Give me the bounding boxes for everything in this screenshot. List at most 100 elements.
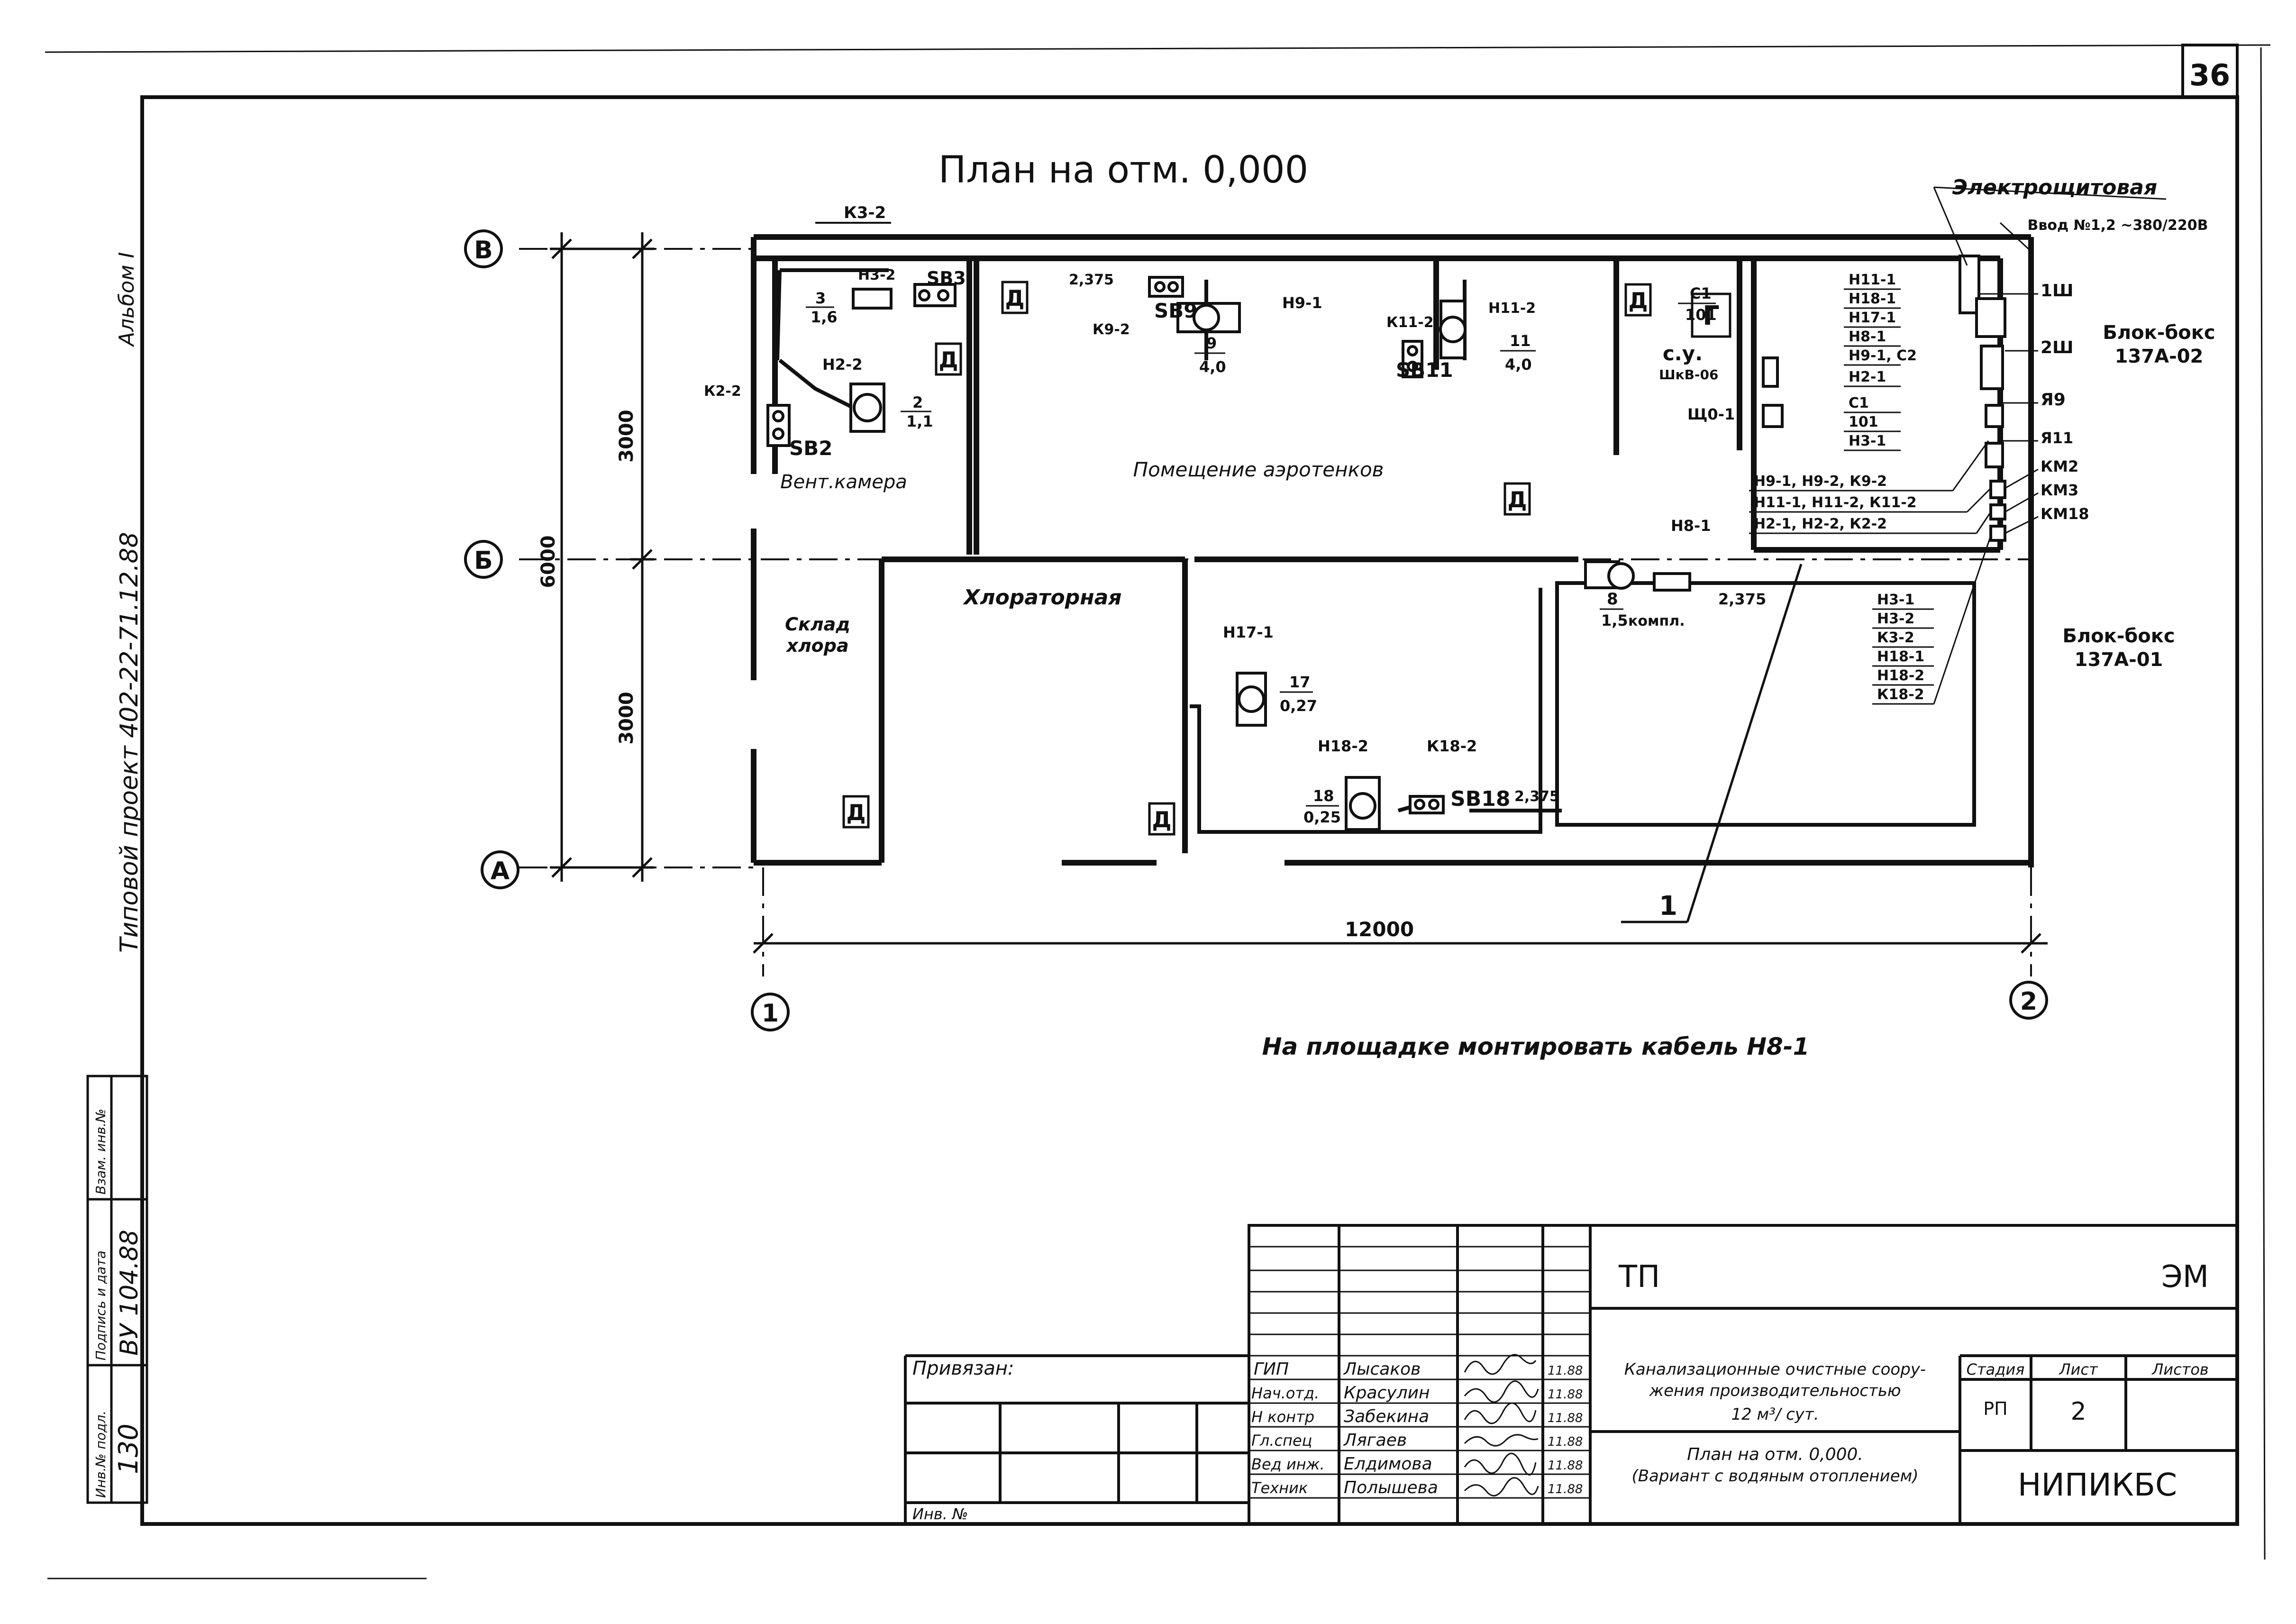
side-album: Альбом I [115,252,139,347]
role-3: Гл.спец [1251,1432,1312,1450]
feeder-2: Н2-1, Н2-2, К2-2 [1754,516,1887,532]
stamp-stage-header: Стадия [1967,1360,2025,1378]
axis-label-a: А [491,857,510,885]
marker-d-4: Д [1508,487,1527,512]
date-5: 11.88 [1548,1482,1583,1496]
room-electro: Электрощитовая [1952,175,2157,200]
label-h11-2: Н11-2 [1488,300,1536,317]
room-aero: Помещение аэротенков [1133,458,1384,481]
vvod-label: Ввод №1,2 ~380/220В [2027,217,2208,234]
side-inv: Инв.№ подл. [93,1411,109,1498]
name-2: Забекина [1344,1407,1429,1426]
stamp-signatures [1464,1354,1539,1496]
role-4: Вед инж. [1251,1455,1325,1473]
stamp-object-3: 12 м³/ сут. [1731,1405,1819,1424]
stamp-object-2: жения производительностью [1649,1381,1901,1400]
cable-top-7: 101 [1849,414,1878,430]
name-5: Полышева [1344,1478,1438,1497]
room-vent: Вент.камера [780,471,907,493]
cable-bottom-1: Н3-2 [1877,611,1914,627]
label-k2-2: К2-2 [704,383,741,400]
stamp-sheet-title-2: (Вариант с водяным отоплением) [1631,1467,1918,1486]
label-c1-bot: 101 [1685,306,1717,324]
drawing-title: План на отм. 0,000 [938,149,1309,192]
axis-label-2: 2 [2020,987,2037,1016]
side-vzam: Взам. инв.№ [93,1109,109,1195]
label-e17-num: 17 [1289,673,1311,691]
label-e9-val: 4,0 [1199,358,1226,376]
feeder-1: Н11-1, Н11-2, К11-2 [1754,494,1917,511]
cable-list-bottom-lines [1872,535,1992,705]
marker-d-5: Д [847,800,866,825]
date-0: 11.88 [1548,1364,1583,1378]
name-1: Красулин [1344,1383,1430,1403]
equipment-labels: К3-2 Н3-2 SB3 3 1,6 К2-2 Н2-2 SB2 2 1,1 … [704,203,1803,923]
bottom-note: На площадке монтировать кабель Н8-1 [1262,1033,1810,1060]
role-0: ГИП [1254,1359,1289,1379]
role-2: Н контр [1251,1408,1314,1426]
date-1: 11.88 [1548,1387,1583,1402]
blok-01-line1: Блок-бокс [2062,625,2175,647]
feeder-labels: Н9-1, Н9-2, К9-2 Н11-1, Н11-2, К11-2 Н2-… [1754,473,1917,532]
cable-list-top-lines [1844,288,1901,451]
sheet-frame [45,44,2271,1579]
cable-top-4: Н9-1, С2 [1849,347,1917,364]
label-lvl-2375-c: 2,375 [1514,788,1559,805]
date-2: 11.88 [1548,1411,1583,1425]
side-sign: Подпись и дата [93,1250,109,1360]
feeder-lines [1749,440,1992,534]
stamp-signers: ГИП Нач.отд. Н контр Гл.спец Вед инж. Те… [1251,1359,1583,1497]
label-h18-2: Н18-2 [1318,737,1368,755]
label-k11-2: К11-2 [1386,314,1434,331]
label-h8-1: Н8-1 [1671,517,1711,535]
label-e17-val: 0,27 [1280,697,1317,715]
dim-3000-bottom: 3000 [616,692,638,744]
cable-top-8: Н3-1 [1849,433,1886,449]
axis-label-v: В [474,236,493,265]
stamp-list: 2 [2070,1397,2086,1426]
cable-list-top: Н11-1 Н18-1 Н17-1 Н8-1 Н9-1, С2 Н2-1 С1 … [1849,272,1917,449]
label-e2-num: 2 [912,393,923,411]
cable-bottom-4: Н18-2 [1877,667,1924,684]
label-sb18: SB18 [1450,787,1510,811]
blok-02-line1: Блок-бокс [2103,322,2215,344]
equipment-symbols [766,255,2006,831]
label-e18-num: 18 [1313,787,1334,805]
panel-leaders [1933,186,2167,534]
panel-1sh: 1Ш [2041,281,2074,301]
label-h17-1: Н17-1 [1223,623,1274,641]
label-k18-2: К18-2 [1427,737,1477,755]
room-chlorator: Хлораторная [962,585,1121,610]
label-lvl-2375-a: 2,375 [1069,272,1114,288]
stamp-mark: ЭМ [2161,1259,2209,1295]
side-stamp [86,1075,148,1504]
label-h3-2: Н3-2 [858,267,895,283]
label-sb9: SB9 [1154,299,1198,322]
cable-bottom-3: Н18-1 [1877,648,1924,665]
name-4: Елдимова [1344,1454,1432,1474]
cable-bottom-5: К18-2 [1877,686,1924,703]
dim-12000: 12000 [1345,918,1414,941]
dim-3000-top: 3000 [616,410,638,462]
sheet-number: 36 [2189,58,2230,92]
stamp-privyazan: Привязан: [912,1358,1014,1379]
label-shkv: ШкВ-06 [1659,367,1719,383]
blok-box-137a-01-outline [1555,581,1976,827]
panel-ya11: Я11 [2041,429,2073,447]
stamp-lists-header: Листов [2151,1360,2209,1378]
marker-g: Г [1703,301,1720,331]
side-inv-val: 130 [113,1423,144,1474]
blok-01-line2: 137А-01 [2075,649,2163,671]
label-e2-val: 1,1 [906,412,933,430]
stamp-object-1: Канализационные очистные соору- [1624,1360,1926,1379]
label-e8-val: 1,5 [1601,611,1628,630]
panel-km18: КМ18 [2041,505,2089,523]
side-sign-val: ВУ 104.88 [115,1230,144,1356]
label-sb11: SB11 [1396,358,1453,382]
panel-km3: КМ3 [2041,481,2078,499]
marker-d-6: Д [1152,807,1172,832]
label-e11-num: 11 [1510,332,1531,350]
name-3: Лягаев [1343,1431,1407,1450]
cable-bottom-0: Н3-1 [1877,592,1914,608]
cable-top-6: С1 [1849,395,1869,411]
